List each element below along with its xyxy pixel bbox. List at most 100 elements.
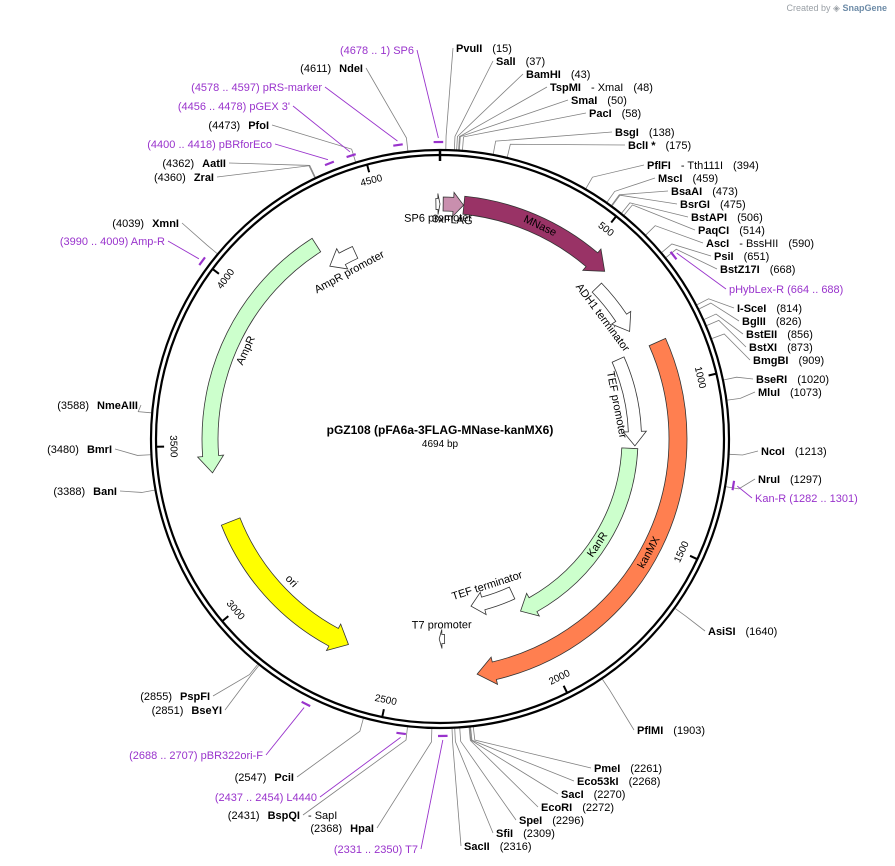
site-leader [181,222,218,254]
site-bsteii[interactable]: BstEII(856) [746,329,813,341]
site-pvuii[interactable]: PvuII(15) [456,43,512,55]
site-smai[interactable]: SmaI(50) [571,95,627,107]
site-ncoi[interactable]: NcoI(1213) [761,446,827,458]
site-paqci[interactable]: PaqCI(514) [698,225,765,237]
site-bspqi[interactable]: BspQI(2431)- SapI [228,810,338,822]
site-pflfi[interactable]: PflFI- Tth111I(394) [647,160,759,172]
feature-tef-promoter[interactable]: TEF promoter [604,356,648,447]
feature-sp6-promoter[interactable]: SP6 promoter [404,193,472,225]
feature-arrow[interactable] [220,517,349,652]
primer-8[interactable]: (2437 .. 2454) L4440 [215,731,407,804]
primer-4[interactable]: (3990 .. 4009) Amp-R [60,236,206,266]
site-pspfi[interactable]: PspFI(2855) [140,691,210,703]
site-mlui[interactable]: MluI(1073) [758,387,822,399]
restriction-sites[interactable]: PvuII(15)SalI(37)BamHI(43)TspMI- XmaI(48… [47,43,829,853]
feature-arrow[interactable] [435,193,441,215]
site-pflmi[interactable]: PflMI(1903) [637,725,705,737]
site-bstapi[interactable]: BstAPI(506) [691,212,763,224]
primer-9[interactable]: (2331 .. 2350) T7 [334,734,448,856]
feature-arrow[interactable] [476,337,688,686]
site-sfii[interactable]: SfiI(2309) [496,828,555,840]
site-tspmi[interactable]: TspMI- XmaI(48) [550,82,653,94]
site-position: (1297) [790,474,822,486]
site-aatii[interactable]: AatII(4362) [162,158,226,170]
feature-arrow[interactable] [462,195,606,272]
site-spei[interactable]: SpeI(2296) [519,815,584,827]
site-bani[interactable]: BanI(3388) [53,486,117,498]
primer-leader [416,49,439,139]
site-leader [458,99,569,150]
primer-leader [292,105,351,153]
primer-label: (2688 .. 2707) pBR322ori-F [129,750,263,762]
site-bsaai[interactable]: BsaAI(473) [671,186,738,198]
feature-arrow[interactable] [329,245,359,270]
site-bseri[interactable]: BseRI(1020) [756,374,829,386]
site-hpai[interactable]: HpaI(2368) [310,823,374,835]
site-nrui[interactable]: NruI(1297) [758,474,822,486]
tick-label: 1500 [672,539,692,564]
primer-1[interactable]: (4578 .. 4597) pRS-marker [191,82,403,147]
site-bsgi[interactable]: BsgI(138) [615,127,675,139]
site-bstxi[interactable]: BstXI(873) [749,342,813,354]
primer-6[interactable]: Kan-R (1282 .. 1301) [731,480,858,505]
site-pmei[interactable]: PmeI(2261) [594,763,662,775]
feature-arrow[interactable] [611,356,648,447]
site-bamhi[interactable]: BamHI(43) [526,69,590,81]
primer-2[interactable]: (4456 .. 4478) pGEX 3' [178,101,357,159]
feature-t7-promoter[interactable]: T7 promoter [412,619,472,649]
primer-3[interactable]: (4400 .. 4418) pBRforEco [147,139,335,167]
site-name: TspMI [550,82,581,94]
primer-0[interactable]: (4678 .. 1) SP6 [340,45,444,144]
tick-label: 4500 [359,173,384,189]
feature-3xflag[interactable]: 3xFLAG [432,191,473,227]
site-nmeaiii[interactable]: NmeAIII(3588) [57,400,138,412]
site-ndei[interactable]: NdeI(4611) [300,63,363,75]
feature-mnase[interactable]: MNase [462,195,606,272]
site-position: (2368) [310,823,342,835]
site-i-scei[interactable]: I-SceI(814) [737,303,802,315]
site-ecori[interactable]: EcoRI(2272) [541,802,614,814]
site-asisi[interactable]: AsiSI(1640) [708,626,777,638]
primer-marker [396,731,407,736]
site-pcii[interactable]: PciI(2547) [235,772,294,784]
site-bmgbi[interactable]: BmgBI(909) [753,355,824,367]
site-zrai[interactable]: ZraI(4360) [154,172,214,184]
site-leader [114,448,151,456]
primer-5[interactable]: pHybLex-R (664 .. 688) [669,251,844,296]
feature-adh1-terminator[interactable]: ADH1 terminator [573,281,632,354]
site-sacii[interactable]: SacII(2316) [464,841,531,853]
feature-arrow[interactable] [442,191,465,218]
site-leader [224,665,260,711]
site-pfoi[interactable]: PfoI(4473) [208,120,269,132]
site-bglii[interactable]: BglII(826) [742,316,802,328]
feature-ampr-promoter[interactable]: AmpR promoter [313,245,387,296]
site-sali[interactable]: SalI(37) [496,56,545,68]
feature-tef-terminator[interactable]: TEF terminator [450,569,524,616]
site-asci[interactable]: AscI- BssHII(590) [706,238,814,250]
site-bcli-[interactable]: BclI *(175) [628,140,691,152]
site-leader-lines [114,47,759,847]
site-saci[interactable]: SacI(2270) [561,789,625,801]
feature-ori[interactable]: ori [220,517,349,652]
site-position: (514) [739,225,765,237]
site-bstz17i[interactable]: BstZ17I(668) [720,264,795,276]
site-bsrgi[interactable]: BsrGI(475) [680,199,746,211]
primer-sites[interactable]: (4678 .. 1) SP6(4578 .. 4597) pRS-marker… [60,45,858,856]
site-xmni[interactable]: XmnI(4039) [112,218,179,230]
site-psii[interactable]: PsiI(651) [714,251,769,263]
feature-arrow[interactable] [470,586,516,616]
site-paci[interactable]: PacI(58) [589,108,641,120]
feature-label: T7 promoter [412,619,472,632]
site-eco53ki[interactable]: Eco53kI(2268) [577,776,660,788]
site-bmri[interactable]: BmrI(3480) [47,444,112,456]
site-bseyi[interactable]: BseYI(2851) [152,705,222,717]
feature-ampr[interactable]: AmpR [196,237,322,474]
site-name: AscI [706,238,729,250]
site-msci[interactable]: MscI(459) [658,173,718,185]
feature-arrow[interactable] [196,237,322,474]
feature-arrow[interactable] [520,447,639,617]
feature-arrow[interactable] [591,282,632,333]
site-name: BamHI [526,69,561,81]
primer-7[interactable]: (2688 .. 2707) pBR322ori-F [129,700,311,762]
feature-arrow[interactable] [438,629,446,649]
